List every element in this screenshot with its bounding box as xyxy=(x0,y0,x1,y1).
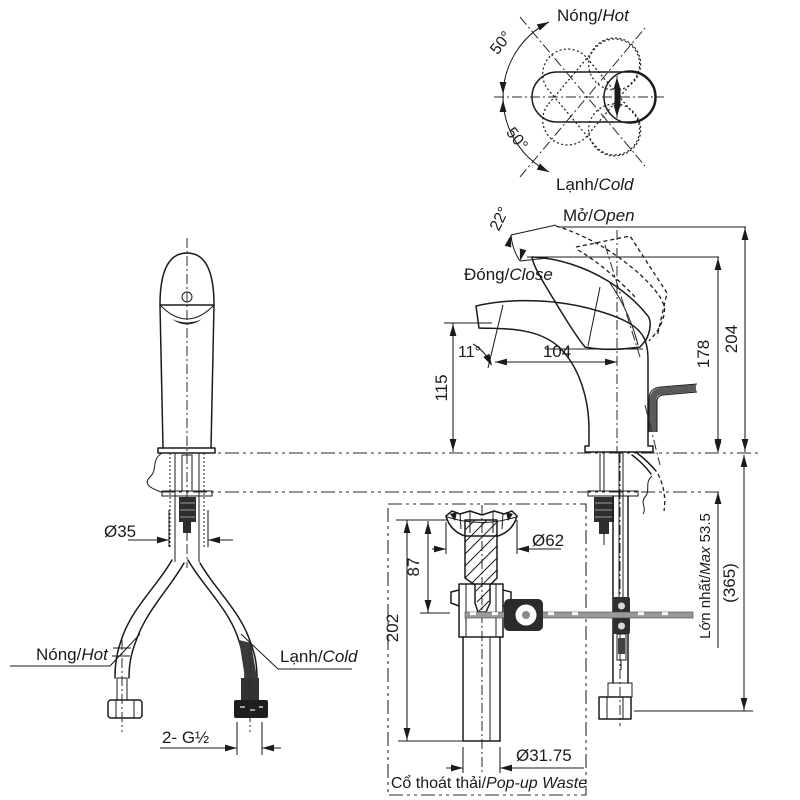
dim-d62-label: Ø62 xyxy=(532,531,564,550)
faucet-side-view: Mở/Open Đóng/Close 22° 11° 104 115 178 2… xyxy=(432,204,749,466)
dim-thread-label: 2- G½ xyxy=(162,728,209,747)
under-counter-assembly: Lớn nhất/Max 53.5 (365) xyxy=(587,441,753,726)
dim-115-label: 115 xyxy=(432,374,451,401)
handle-axis-hot xyxy=(519,16,646,167)
label-close: Đóng/Close xyxy=(464,265,553,284)
label-popup-waste: Cổ thoát thải/Pop-up Waste xyxy=(391,774,587,792)
dim-204-label: 204 xyxy=(722,325,741,353)
flange-top xyxy=(445,510,518,517)
dim-d35-label: Ø35 xyxy=(104,522,136,541)
popup-rod xyxy=(464,611,694,619)
handle-axis-cold xyxy=(519,27,646,178)
label-hot-front-view: Nóng/Hot xyxy=(36,645,109,664)
faucet-front-view: Ø35 Nóng/Hot Lạnh/Cold 2- G½ xyxy=(10,238,358,755)
pivot-mark xyxy=(614,88,621,107)
handle-closed-outline xyxy=(531,256,651,350)
detail-box-border xyxy=(387,503,587,796)
waste-body xyxy=(458,583,504,638)
spout-body-outline xyxy=(475,299,654,453)
dim-angle-hot-label: 50° xyxy=(487,28,515,58)
countertop-section xyxy=(146,452,758,493)
pipe-end-nut xyxy=(598,696,632,720)
hot-leader xyxy=(10,633,141,667)
cold-hose-sleeve xyxy=(239,640,257,678)
label-hot-top-view: Nóng/Hot xyxy=(557,6,630,25)
dim-angle-open-label: 22° xyxy=(487,204,513,233)
spout-tip-ext-line xyxy=(487,304,504,369)
handle-open-outline xyxy=(555,225,666,342)
counter-break-symbol xyxy=(146,452,163,493)
dim-104-label: 104 xyxy=(543,342,571,361)
cold-leader xyxy=(240,633,352,670)
aerator-slot xyxy=(172,319,202,325)
dim-22-arc xyxy=(510,234,521,262)
popup-waste-detail: 202 87 Ø62 Ø31.75 Cổ thoát thải/Pop-up W… xyxy=(383,503,694,796)
dim-202-label: 202 xyxy=(383,614,402,642)
hot-hose-nut xyxy=(107,699,143,719)
handle-rotation-top-view: Nóng/Hot Lạnh/Cold 50° 50° xyxy=(487,6,664,194)
dim-max-label: Lớn nhất/Max 53.5 xyxy=(697,513,714,639)
mounting-washer xyxy=(161,490,213,497)
plug-hatching xyxy=(464,519,498,612)
dim-angle-cold-label: 50° xyxy=(502,124,530,154)
dim-angle-spout-label: 11° xyxy=(458,344,481,361)
label-cold-top-view: Lạnh/Cold xyxy=(556,175,634,194)
lift-rod-knob xyxy=(649,384,697,432)
dim-365-label: (365) xyxy=(720,563,739,603)
hot-hose-outline xyxy=(114,559,173,679)
front-base xyxy=(157,447,216,454)
label-cold-front-view: Lạnh/Cold xyxy=(280,647,358,666)
handle-tilt-axis xyxy=(604,244,641,358)
rotation-arc xyxy=(502,21,550,173)
hose-break-symbol xyxy=(642,475,653,515)
front-head-outline xyxy=(159,252,215,306)
dim-178-label: 178 xyxy=(694,340,713,368)
dim-87-label: 87 xyxy=(404,558,423,577)
dim-d3175-label: Ø31.75 xyxy=(516,746,572,765)
front-body-outline xyxy=(159,304,215,449)
label-open: Mở/Open xyxy=(563,206,635,225)
cold-hose-nut xyxy=(234,700,268,718)
